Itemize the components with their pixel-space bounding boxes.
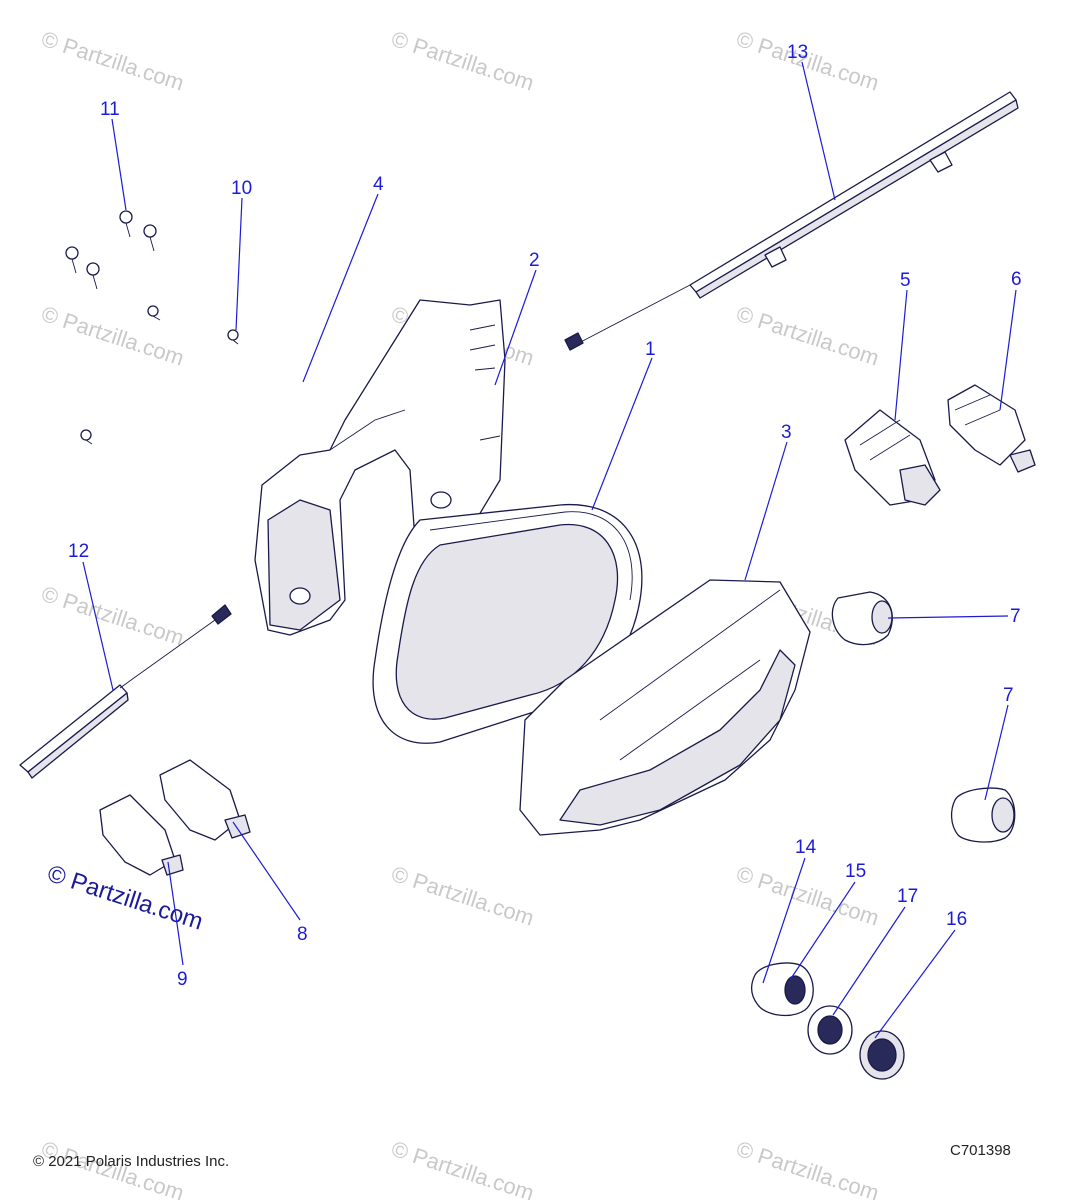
watermark: © Partzilla.com — [38, 581, 187, 651]
callout-3: 3 — [781, 422, 792, 443]
part-5-switch — [844, 409, 941, 506]
callout-6: 6 — [1011, 269, 1022, 290]
callout-1: 1 — [645, 339, 656, 360]
callout-14: 14 — [795, 837, 817, 858]
part-17-nut — [807, 1005, 853, 1055]
part-8-switch — [159, 759, 251, 841]
part-7-socket-a — [831, 591, 893, 646]
fasteners — [65, 210, 239, 445]
part-16-cap — [859, 1030, 905, 1080]
watermark: © Partzilla.com — [38, 301, 187, 371]
leader-lines — [82, 61, 1017, 1039]
watermark: © Partzilla.com — [388, 26, 537, 96]
part-6-switch — [947, 384, 1036, 473]
part-7-socket-b — [950, 787, 1016, 843]
callout-12: 12 — [68, 541, 89, 562]
main-watermark: © Partzilla.com — [44, 860, 206, 936]
part-14-15-outlet — [750, 962, 814, 1017]
callout-4: 4 — [373, 174, 384, 195]
callout-15: 15 — [845, 861, 866, 882]
part-2-bracket — [254, 299, 506, 636]
part-9-switch — [99, 794, 184, 876]
callout-13: 13 — [787, 42, 808, 63]
watermark: © Partzilla.com — [733, 1136, 882, 1200]
part-12-strip — [19, 604, 232, 779]
callout-5: 5 — [900, 270, 911, 291]
callout-10: 10 — [231, 178, 252, 199]
watermark: © Partzilla.com — [733, 301, 882, 371]
part-3-bezel — [519, 579, 811, 836]
callouts: 1 2 3 4 5 6 7 7 8 9 10 11 12 13 14 15 16… — [68, 42, 1022, 990]
part-13-strip — [564, 91, 1019, 351]
callout-8: 8 — [297, 924, 308, 945]
watermark: © Partzilla.com — [38, 26, 187, 96]
watermark: © Partzilla.com — [388, 861, 537, 931]
callout-11: 11 — [100, 99, 120, 120]
drawing-number: C701398 — [950, 1142, 1011, 1159]
callout-9: 9 — [177, 969, 188, 990]
copyright-notice: © 2021 Polaris Industries Inc. — [33, 1153, 229, 1170]
callout-17: 17 — [897, 886, 918, 907]
callout-16: 16 — [946, 909, 967, 930]
callout-7b: 7 — [1003, 685, 1014, 706]
watermark: © Partzilla.com — [388, 1136, 537, 1200]
callout-7a: 7 — [1010, 606, 1021, 627]
callout-2: 2 — [529, 250, 540, 271]
